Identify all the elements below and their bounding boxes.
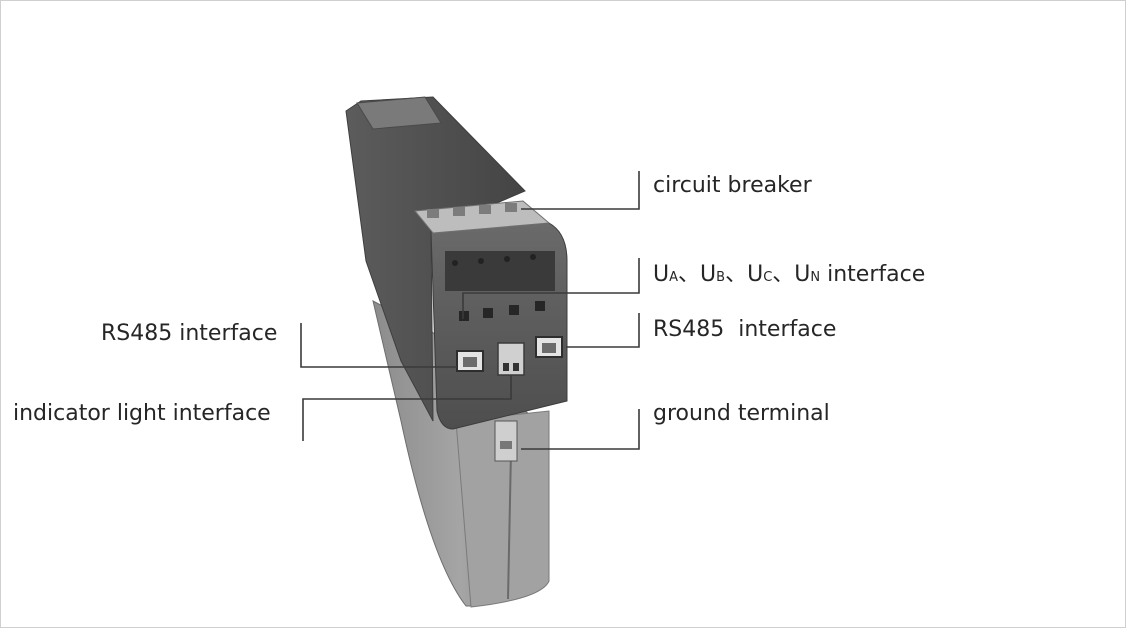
voltage-socket-3: [509, 305, 519, 315]
label-sep-3: 、: [772, 262, 795, 287]
leader-voltage-interface: [462, 258, 640, 319]
voltage-terminal-block: [445, 251, 555, 291]
breaker-toggle-2: [453, 207, 465, 216]
label-voltage-interface: UA、UB、UC、UN interface: [653, 264, 925, 286]
label-ua-sub: A: [669, 270, 679, 285]
voltage-screw-3: [504, 256, 510, 262]
label-un: U: [794, 262, 811, 287]
voltage-socket-2: [483, 308, 493, 318]
device-lower-front: [455, 410, 550, 608]
label-rs485-right: RS485 interface: [653, 317, 837, 342]
label-sep-1: 、: [678, 262, 701, 287]
indicator-light-connector: [497, 342, 525, 376]
label-indicator-light: indicator light interface: [13, 401, 271, 426]
voltage-socket-4: [535, 301, 545, 311]
breaker-toggle-1: [427, 209, 439, 218]
label-rs485-left: RS485 interface: [101, 321, 278, 346]
label-ub: U: [700, 262, 717, 287]
leader-circuit-breaker: [521, 171, 640, 210]
device-top-handle: [356, 96, 442, 130]
leader-indicator-light: [302, 375, 512, 441]
leader-rs485-right: [566, 313, 640, 348]
voltage-screw-1: [452, 260, 458, 266]
breaker-toggle-3: [479, 205, 491, 214]
label-sep-2: 、: [725, 262, 748, 287]
voltage-socket-1: [459, 311, 469, 321]
voltage-screw-4: [530, 254, 536, 260]
label-un-sub: N: [810, 270, 821, 285]
leader-lines: [300, 171, 640, 450]
device-seam-line: [507, 450, 512, 600]
breaker-toggle-4: [505, 203, 517, 212]
label-ua: U: [653, 262, 670, 287]
leader-ground-terminal: [521, 409, 640, 450]
leader-rs485-left: [300, 323, 457, 368]
label-circuit-breaker: circuit breaker: [653, 173, 812, 198]
voltage-screw-2: [478, 258, 484, 264]
label-uc-sub: C: [763, 270, 773, 285]
label-ground-terminal: ground terminal: [653, 401, 830, 426]
label-ub-sub: B: [716, 270, 726, 285]
label-uc: U: [747, 262, 764, 287]
label-voltage-suffix: interface: [820, 262, 926, 287]
